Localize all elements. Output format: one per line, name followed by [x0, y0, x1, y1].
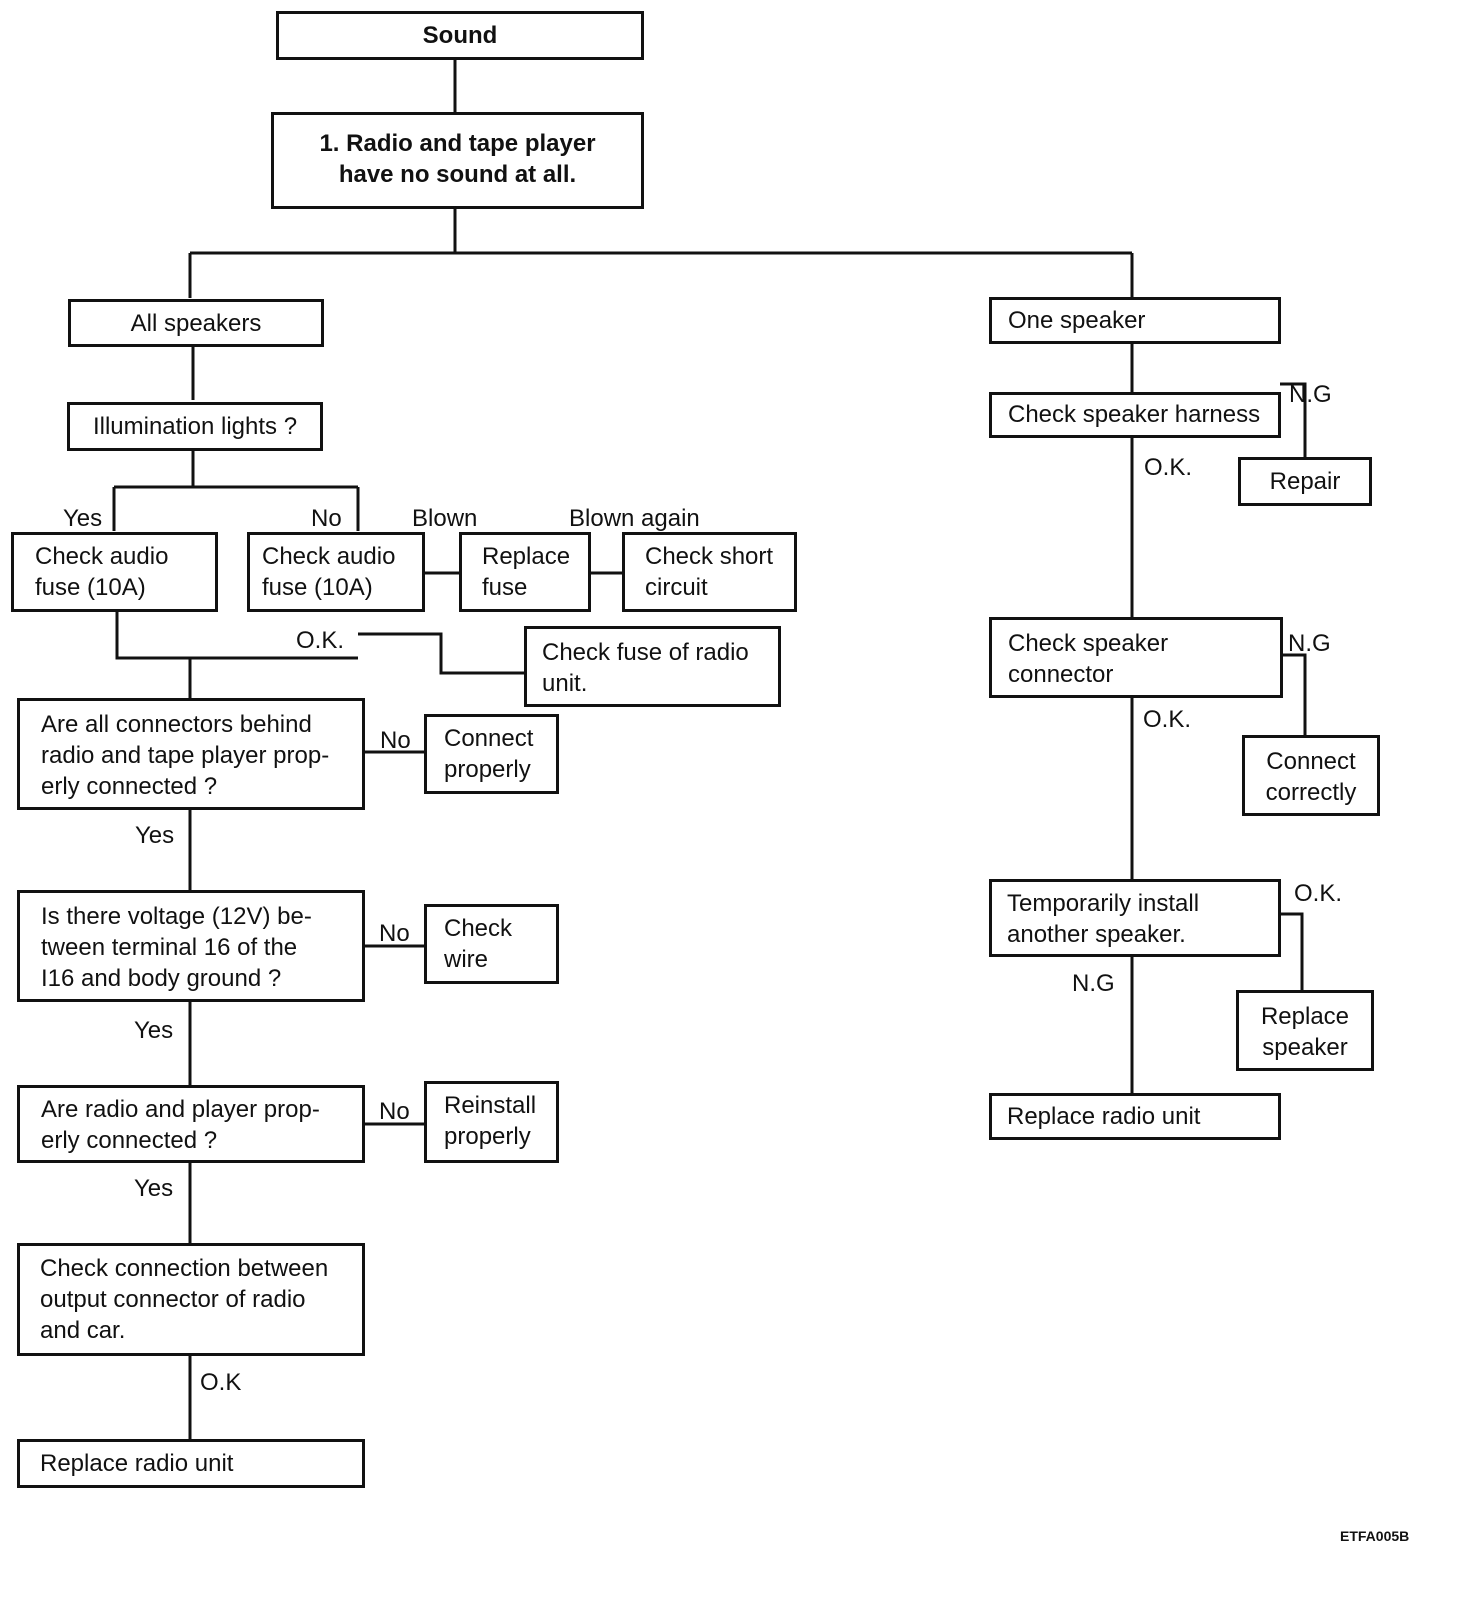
temp-install-box: Temporarily install another speaker. — [989, 879, 1281, 957]
one-speaker-box: One speaker — [989, 297, 1281, 344]
label-ng-harness: N.G — [1289, 381, 1332, 408]
illumination-box: Illumination lights ? — [67, 402, 323, 451]
check-short-box: Check short circuit — [622, 532, 797, 612]
check-wire-box: Check wire — [424, 904, 559, 984]
connect-properly-box: Connect properly — [424, 714, 559, 794]
symptom-text: 1. Radio and tape player have no sound a… — [319, 130, 596, 188]
check-wire-text: Check wire — [444, 915, 513, 973]
check-connection-text: Check connection between output connecto… — [40, 1255, 329, 1344]
replace-radio-left-text: Replace radio unit — [40, 1450, 234, 1477]
repair-text: Repair — [1269, 468, 1341, 495]
reinstall-text: Reinstall properly — [444, 1092, 537, 1150]
replace-speaker-box: Replace speaker — [1236, 990, 1374, 1071]
label-no-voltage: No — [379, 920, 410, 947]
check-fuse-yes-text: Check audio fuse (10A) — [35, 543, 169, 601]
figure-code: ETFA005B — [1340, 1528, 1410, 1544]
label-yes-connectors: Yes — [135, 822, 175, 849]
label-ok-temp-install: O.K. — [1294, 880, 1343, 907]
label-no-radio-connected: No — [379, 1098, 410, 1125]
label-ok-connector: O.K. — [1143, 706, 1192, 733]
voltage-question-box: Is there voltage (12V) be- tween termina… — [17, 890, 365, 1002]
check-connector-box: Check speaker connector — [989, 617, 1283, 698]
check-fuse-no-box: Check audio fuse (10A) — [247, 532, 425, 612]
radio-connected-question-text: Are radio and player prop- erly connecte… — [41, 1096, 320, 1154]
title-text: Sound — [422, 22, 498, 49]
connect-correctly-box: Connect correctly — [1242, 735, 1380, 816]
label-yes-radio-connected: Yes — [134, 1175, 174, 1202]
check-harness-text: Check speaker harness — [1008, 401, 1261, 428]
replace-fuse-box: Replace fuse — [459, 532, 591, 612]
label-ok-check-connection: O.K — [200, 1369, 242, 1396]
label-no-connectors: No — [380, 727, 411, 754]
label-no-illumination: No — [311, 505, 342, 532]
voltage-question-text: Is there voltage (12V) be- tween termina… — [41, 903, 312, 992]
connect-properly-text: Connect properly — [444, 725, 534, 783]
check-fuse-radio-box: Check fuse of radio unit. — [524, 626, 781, 707]
replace-radio-left-box: Replace radio unit — [17, 1439, 365, 1488]
radio-connected-question-box: Are radio and player prop- erly connecte… — [17, 1085, 365, 1163]
one-speaker-text: One speaker — [1008, 307, 1146, 334]
repair-box: Repair — [1238, 457, 1372, 506]
check-harness-box: Check speaker harness — [989, 392, 1281, 438]
connectors-question-box: Are all connectors behind radio and tape… — [17, 698, 365, 810]
label-yes-illumination: Yes — [63, 505, 103, 532]
replace-fuse-text: Replace fuse — [482, 543, 571, 601]
title-box: Sound — [276, 11, 644, 60]
label-ng-connector: N.G — [1288, 630, 1331, 657]
illumination-text: Illumination lights ? — [92, 413, 298, 440]
check-fuse-yes-box: Check audio fuse (10A) — [11, 532, 218, 612]
all-speakers-text: All speakers — [130, 310, 262, 337]
connect-correctly-text: Connect correctly — [1265, 748, 1357, 806]
check-connection-box: Check connection between output connecto… — [17, 1243, 365, 1356]
check-fuse-no-text: Check audio fuse (10A) — [262, 543, 396, 601]
check-short-text: Check short circuit — [645, 543, 774, 601]
label-blown-again: Blown again — [569, 505, 700, 532]
replace-speaker-text: Replace speaker — [1260, 1003, 1350, 1061]
symptom-box: 1. Radio and tape player have no sound a… — [271, 112, 644, 209]
label-yes-voltage: Yes — [134, 1017, 174, 1044]
connectors-question-text: Are all connectors behind radio and tape… — [41, 711, 330, 800]
all-speakers-box: All speakers — [68, 299, 324, 347]
reinstall-box: Reinstall properly — [424, 1081, 559, 1163]
replace-radio-right-box: Replace radio unit — [989, 1093, 1281, 1140]
label-ng-temp-install: N.G — [1072, 970, 1115, 997]
temp-install-text: Temporarily install another speaker. — [1007, 890, 1200, 948]
check-fuse-radio-text: Check fuse of radio unit. — [542, 639, 749, 697]
check-connector-text: Check speaker connector — [1008, 630, 1169, 688]
label-ok-harness: O.K. — [1144, 454, 1193, 481]
replace-radio-right-text: Replace radio unit — [1007, 1103, 1201, 1130]
label-ok-fuse: O.K. — [296, 627, 345, 654]
label-blown: Blown — [412, 505, 478, 532]
